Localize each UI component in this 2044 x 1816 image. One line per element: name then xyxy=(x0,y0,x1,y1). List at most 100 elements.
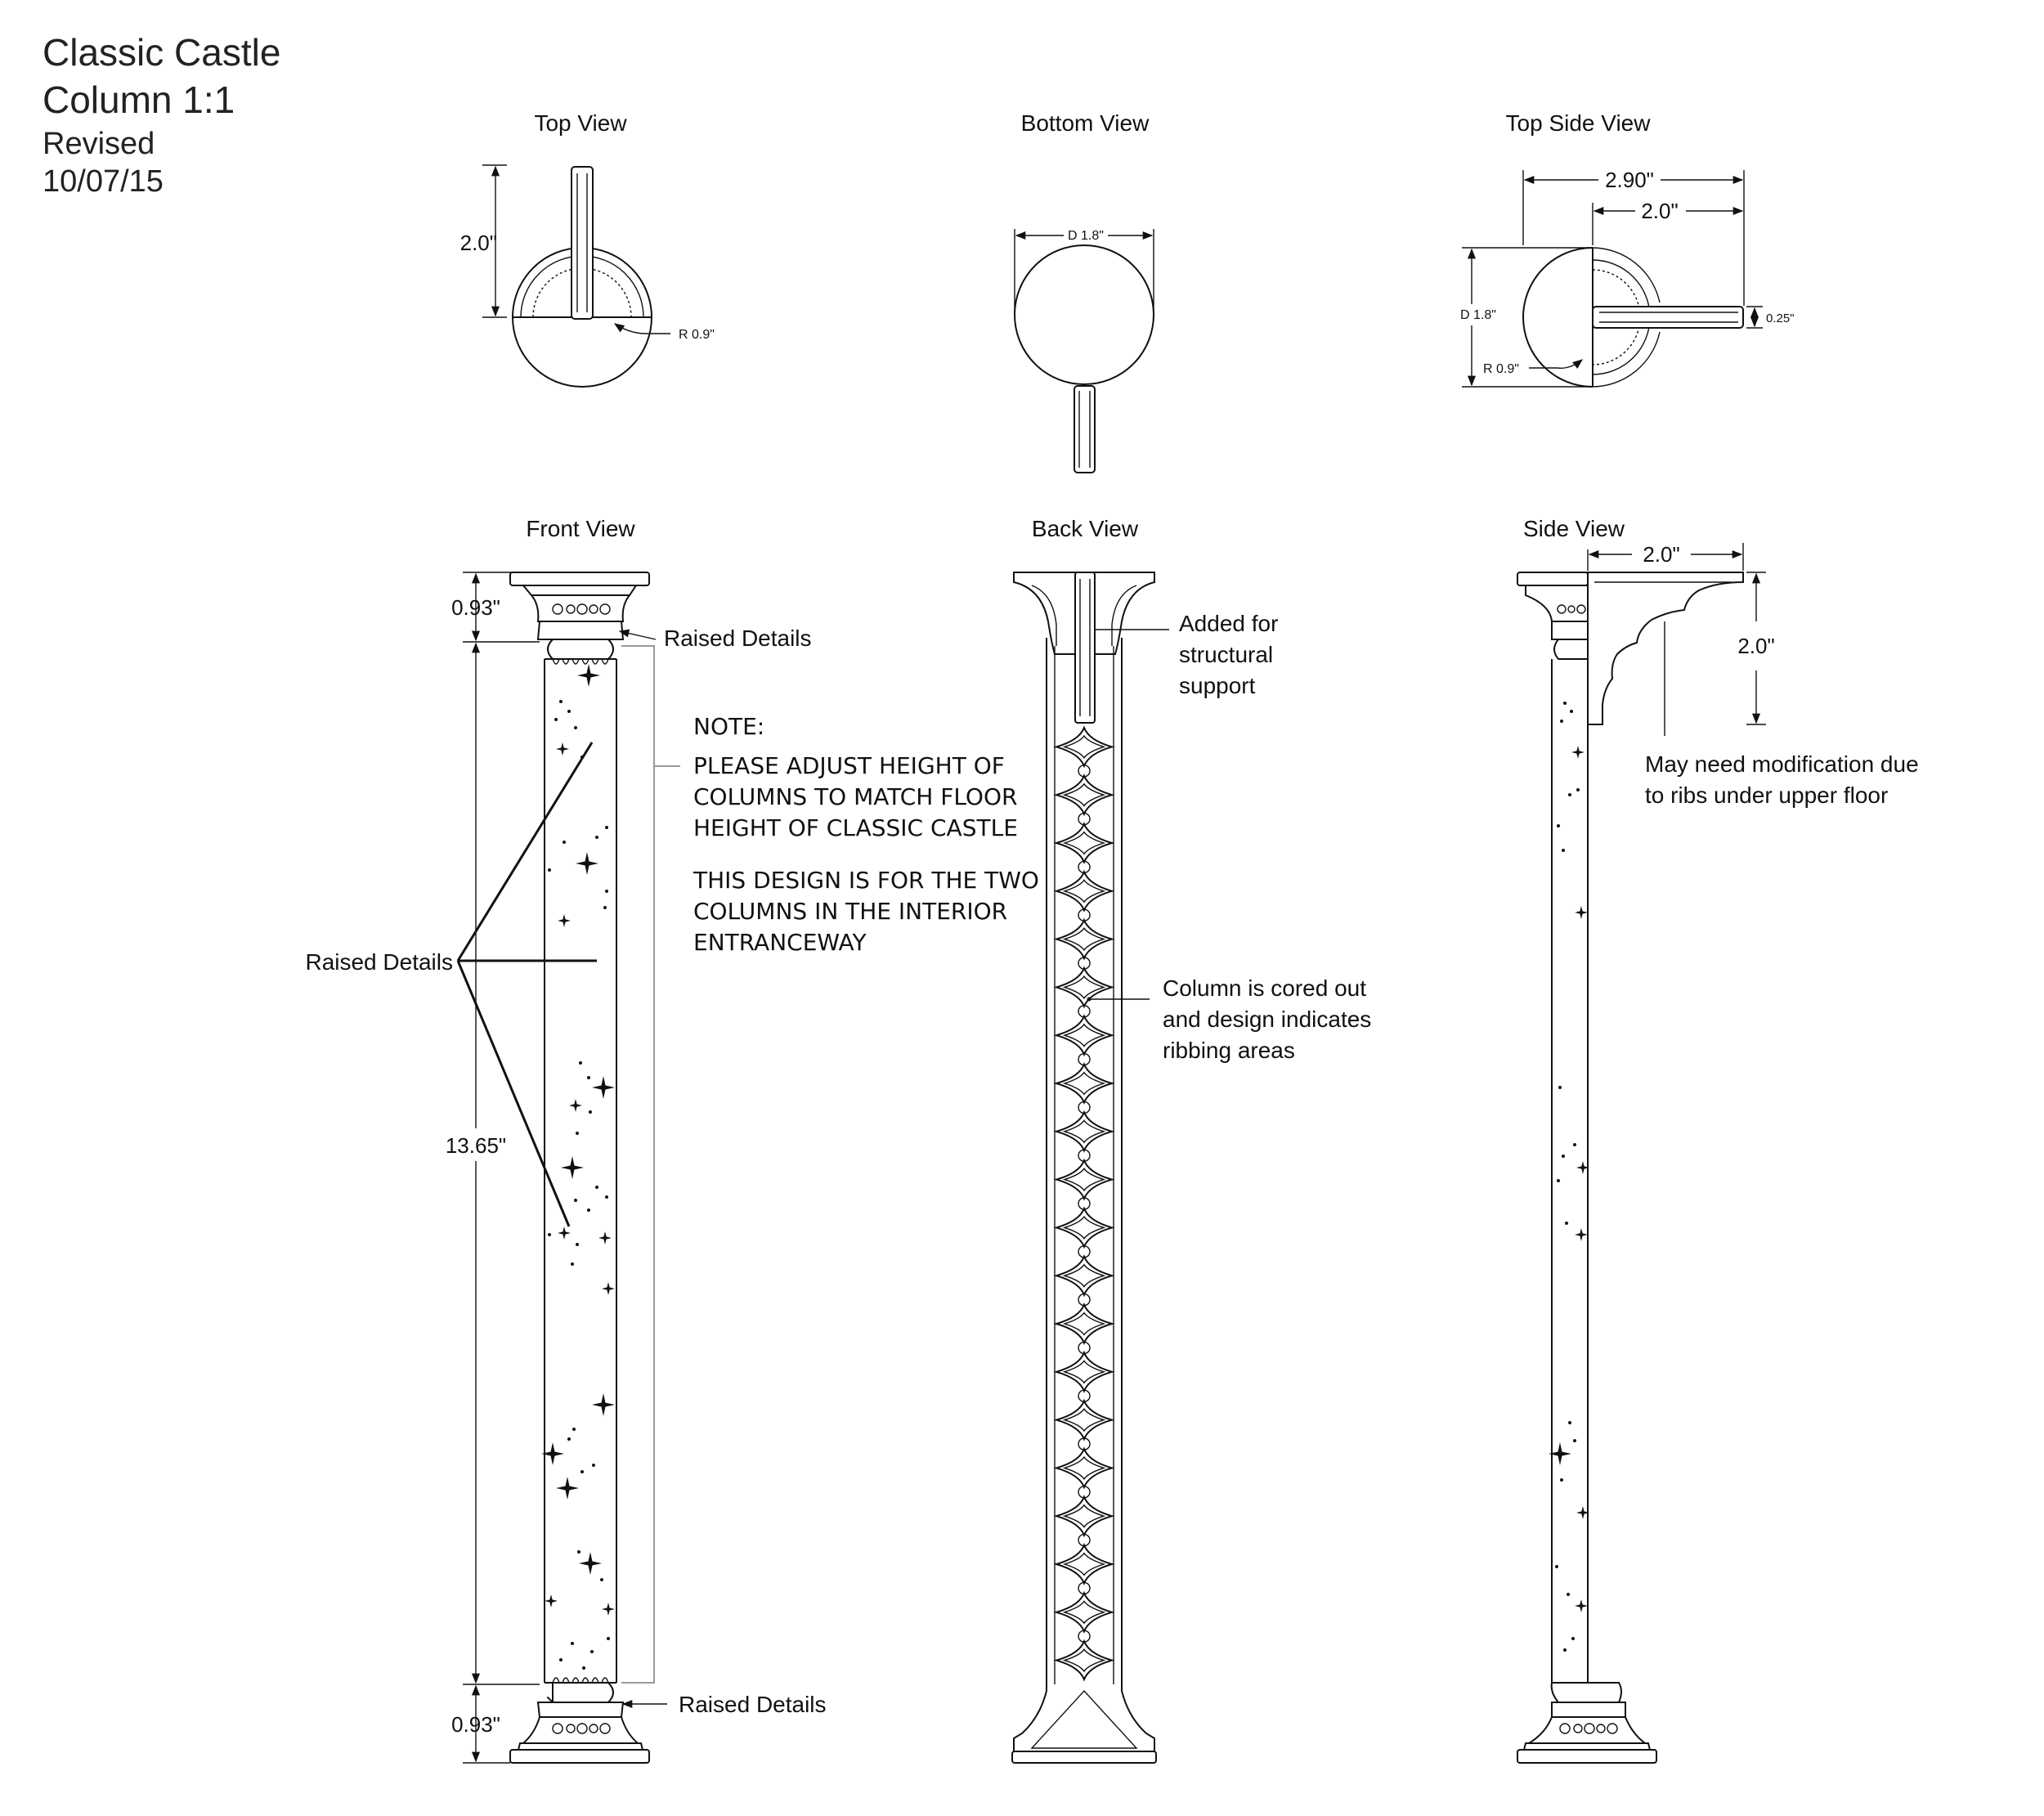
view-title-side: Side View xyxy=(1523,516,1625,541)
top-side-view: 2.90" 2.0" D 1.8" 0.25" R 0.9" xyxy=(1460,168,1795,388)
rib-diamond xyxy=(1053,1350,1115,1393)
rib-diamond xyxy=(1053,869,1115,912)
rib-diamond xyxy=(1053,821,1115,865)
rib-node xyxy=(1078,1197,1091,1210)
rib-node xyxy=(1078,1052,1091,1066)
top-side-radius-dim: R 0.9" xyxy=(1483,362,1519,376)
rib-diamond-inner xyxy=(1062,926,1106,952)
rib-diamond xyxy=(1053,1061,1115,1105)
view-title-top-side: Top Side View xyxy=(1506,110,1652,136)
note-para2-line1: THIS DESIGN IS FOR THE TWO xyxy=(693,867,1039,894)
top-side-thickness-dim: 0.25" xyxy=(1766,312,1795,325)
callout-modification-line1: May need modification due xyxy=(1645,751,1919,777)
rib-diamond xyxy=(1053,773,1115,817)
rib-node xyxy=(1078,1437,1091,1451)
rib-diamond-inner xyxy=(1062,975,1106,1000)
title-line-3: Revised xyxy=(43,127,155,161)
top-view-arm xyxy=(571,166,594,320)
top-view-height-dim: 2.0" xyxy=(460,231,497,255)
rib-diamond-inner xyxy=(1062,1360,1106,1384)
side-bracket-width-dim: 2.0" xyxy=(1643,542,1679,567)
rib-diamond xyxy=(1053,1302,1115,1346)
bottom-view-diameter-dim: D 1.8" xyxy=(1068,229,1104,243)
rib-diamond-inner xyxy=(1062,1504,1106,1528)
rib-node xyxy=(1078,1581,1091,1595)
side-bracket-height-dim: 2.0" xyxy=(1737,634,1774,658)
rib-diamond-inner xyxy=(1062,1407,1106,1433)
callout-raised-details-bottom: Raised Details xyxy=(679,1692,827,1717)
callout-modification-line2: to ribs under upper floor xyxy=(1645,782,1888,808)
rib-diamond-inner xyxy=(1062,1312,1106,1336)
front-shaft-dim: 13.65" xyxy=(446,1133,506,1158)
side-view-dots xyxy=(1555,702,1580,1652)
rib-diamond xyxy=(1053,1446,1115,1490)
rib-diamond xyxy=(1053,966,1115,1009)
rib-diamond-inner xyxy=(1062,879,1106,904)
note-para1-line2: COLUMNS TO MATCH FLOOR xyxy=(693,783,1017,810)
callout-structural-line2: structural xyxy=(1179,642,1273,667)
rib-node xyxy=(1078,1341,1091,1355)
rib-node xyxy=(1078,1245,1091,1258)
rib-diamond-inner xyxy=(1062,1263,1106,1288)
rib-diamond xyxy=(1053,1206,1115,1249)
note-para1-line3: HEIGHT OF CLASSIC CASTLE xyxy=(693,814,1018,841)
back-view-support-rib xyxy=(1074,572,1096,724)
rib-diamond-inner xyxy=(1062,734,1106,760)
rib-diamond xyxy=(1053,1254,1115,1298)
rib-node xyxy=(1078,812,1091,826)
rib-diamond-inner xyxy=(1062,1023,1106,1047)
callout-cored-line2: and design indicates xyxy=(1163,1007,1371,1032)
rib-diamond-inner xyxy=(1062,1167,1106,1192)
view-title-top: Top View xyxy=(534,110,627,136)
top-side-view-arm xyxy=(1592,306,1744,329)
rib-node xyxy=(1078,1533,1091,1547)
rib-node xyxy=(1078,1101,1091,1114)
rib-diamond xyxy=(1053,1590,1115,1634)
note-para2-line3: ENTRANCEWAY xyxy=(693,929,867,956)
rib-node xyxy=(1078,957,1091,970)
rib-diamond-inner xyxy=(1062,1119,1106,1144)
rib-diamond-inner xyxy=(1062,1648,1106,1673)
rib-diamond xyxy=(1053,1639,1115,1682)
rib-diamond-inner xyxy=(1062,831,1106,855)
front-capital-dim: 0.93" xyxy=(451,595,500,620)
top-side-arm-dim: 2.0" xyxy=(1641,199,1678,223)
rib-diamond xyxy=(1053,1495,1115,1538)
rib-node xyxy=(1078,908,1091,921)
view-titles: Top View Bottom View Top Side View Front… xyxy=(526,110,1651,541)
callout-structural-line1: Added for xyxy=(1179,611,1278,636)
view-title-bottom: Bottom View xyxy=(1021,110,1150,136)
rib-diamond-inner xyxy=(1062,1552,1106,1576)
view-title-front: Front View xyxy=(526,516,635,541)
note-heading: NOTE: xyxy=(693,713,764,740)
front-view: 0.93" 13.65" 0.93" Raised Details Raised… xyxy=(305,572,827,1764)
side-view-star-decorations xyxy=(1549,746,1589,1612)
rib-node xyxy=(1078,1630,1091,1643)
back-view: Added for structural support Column is c… xyxy=(1011,572,1371,1764)
title-block: Classic Castle Column 1:1 Revised 10/07/… xyxy=(43,31,280,199)
rib-node xyxy=(1078,1149,1091,1162)
rib-node xyxy=(1078,1293,1091,1307)
callout-cored-line1: Column is cored out xyxy=(1163,975,1366,1001)
top-side-overall-dim: 2.90" xyxy=(1605,168,1654,192)
top-side-diameter-dim: D 1.8" xyxy=(1460,308,1496,322)
callout-raised-details-top: Raised Details xyxy=(664,626,812,651)
rib-node xyxy=(1078,1005,1091,1018)
note-para1-line1: PLEASE ADJUST HEIGHT OF xyxy=(693,752,1005,779)
top-side-view-half-disc xyxy=(1522,247,1594,388)
rib-diamond xyxy=(1053,725,1115,769)
rib-diamond xyxy=(1053,1014,1115,1057)
top-view: 2.0" R 0.9" xyxy=(460,164,715,388)
rib-diamond-inner xyxy=(1062,1071,1106,1096)
rib-node xyxy=(1078,1389,1091,1402)
rib-diamond-inner xyxy=(1062,1455,1106,1481)
bottom-view-disc xyxy=(1014,244,1154,385)
rib-diamond-inner xyxy=(1062,782,1106,807)
rib-diamond xyxy=(1053,1110,1115,1153)
front-base-dim: 0.93" xyxy=(451,1712,500,1737)
view-title-back: Back View xyxy=(1032,516,1139,541)
note-block: NOTE: PLEASE ADJUST HEIGHT OF COLUMNS TO… xyxy=(693,713,1039,956)
bottom-view-arm xyxy=(1074,385,1096,473)
rib-node xyxy=(1078,1486,1091,1499)
